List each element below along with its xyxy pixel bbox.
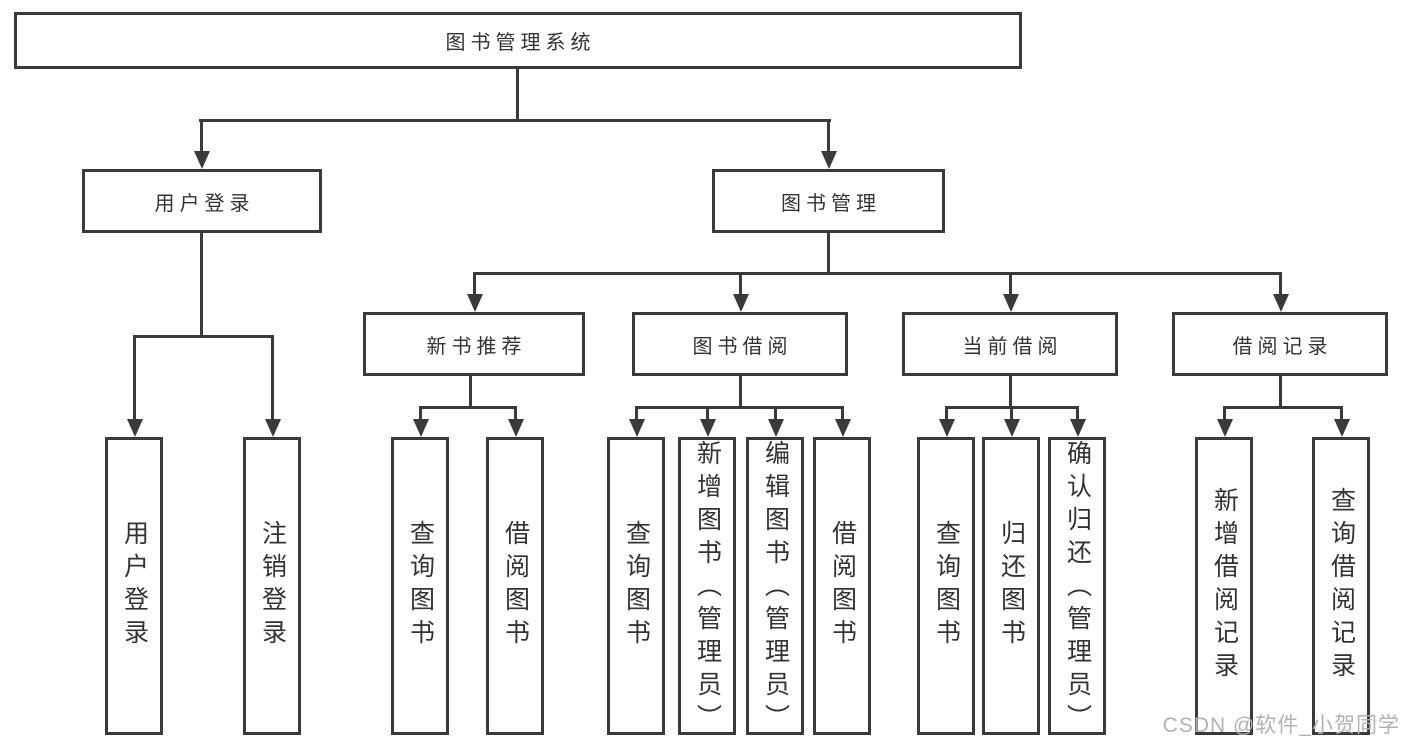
connector-arrow-to-leaf-user-login: [126, 335, 143, 437]
connector-user-login-stem-line: [200, 233, 203, 338]
connector-arrow-to-bb-edit: [767, 406, 784, 437]
node-current-borrow-label: 当前借阅: [962, 335, 1063, 358]
leaf-bb-query-books-label: 查询图书: [622, 520, 651, 652]
connector-bb-stem-line: [739, 376, 742, 409]
connector-arrow-to-leaf-logout: [264, 335, 281, 437]
leaf-br-add-record: 新增借阅记录: [1195, 437, 1253, 735]
leaf-cb-query-books-label: 查询图书: [932, 520, 961, 652]
connector-bb-bus-line: [635, 406, 844, 409]
node-current-borrow: 当前借阅: [902, 312, 1118, 376]
node-new-book-recommend: 新书推荐: [363, 312, 585, 376]
leaf-logout-login: 注销登录: [243, 437, 301, 735]
leaf-bb-add-books-admin-label: 新增图书（管理员）: [693, 440, 722, 737]
connector-arrow-to-book-borrow: [732, 272, 749, 312]
connector-arrow-to-new-book-recommend: [466, 272, 483, 312]
connector-root-stem-line: [516, 69, 519, 122]
connector-arrow-to-bb-borrow: [834, 406, 851, 437]
leaf-logout-login-label: 注销登录: [258, 520, 287, 652]
node-book-borrow-label: 图书借阅: [692, 335, 793, 358]
leaf-bb-query-books: 查询图书: [607, 437, 665, 735]
node-book-management-branch: 图书管理: [712, 169, 945, 233]
leaf-br-query-record: 查询借阅记录: [1312, 437, 1370, 735]
connector-nbr-bus-line: [419, 406, 517, 409]
connector-arrow-to-cb-confirm: [1069, 406, 1086, 437]
leaf-nbr-query-books: 查询图书: [391, 437, 449, 735]
leaf-nbr-query-books-label: 查询图书: [406, 520, 435, 652]
leaf-br-query-record-label: 查询借阅记录: [1327, 487, 1356, 685]
leaf-bb-borrow-books: 借阅图书: [813, 437, 871, 735]
node-book-management-branch-label: 图书管理: [781, 192, 881, 215]
connector-arrow-to-nbr-query: [412, 406, 429, 437]
connector-arrow-to-borrow-records: [1272, 272, 1289, 312]
leaf-bb-borrow-books-label: 借阅图书: [828, 520, 857, 652]
connector-arrow-to-current-borrow: [1002, 272, 1019, 312]
connector-book-mgmt-stem-line: [827, 233, 830, 275]
leaf-user-login-label: 用户登录: [120, 520, 149, 652]
connector-arrow-to-cb-query: [938, 406, 955, 437]
node-borrow-records-label: 借阅记录: [1232, 335, 1333, 358]
connector-arrow-to-nbr-borrow: [507, 406, 524, 437]
leaf-bb-edit-books-admin-label: 编辑图书（管理员）: [761, 440, 790, 737]
node-new-book-recommend-label: 新书推荐: [426, 335, 527, 358]
connector-nbr-stem-line: [469, 376, 472, 409]
leaf-cb-query-books: 查询图书: [917, 437, 975, 735]
connector-arrow-to-br-query: [1333, 406, 1350, 437]
connector-arrow-to-bb-add: [699, 406, 716, 437]
leaf-cb-confirm-return-admin-label: 确认归还（管理员）: [1063, 440, 1092, 737]
connector-arrow-to-cb-return: [1003, 406, 1020, 437]
leaf-br-add-record-label: 新增借阅记录: [1210, 487, 1239, 685]
leaf-nbr-borrow-books: 借阅图书: [486, 437, 544, 735]
node-library-management-system-label: 图书管理系统: [445, 32, 596, 54]
node-user-login-branch-label: 用户登录: [154, 192, 255, 215]
connector-arrow-to-br-add: [1216, 406, 1233, 437]
leaf-cb-return-books-label: 归还图书: [997, 520, 1026, 652]
leaf-bb-edit-books-admin: 编辑图书（管理员）: [746, 437, 804, 737]
node-user-login-branch: 用户登录: [82, 169, 322, 233]
connector-user-login-bus-line: [133, 335, 274, 338]
connector-arrow-to-user-login: [193, 119, 210, 169]
connector-root-bus-line: [199, 119, 831, 122]
node-book-borrow: 图书借阅: [632, 312, 848, 376]
connector-book-mgmt-bus-line: [473, 272, 1282, 275]
connector-br-stem-line: [1279, 376, 1282, 409]
leaf-cb-return-books: 归还图书: [982, 437, 1040, 735]
connector-arrow-to-bb-query: [628, 406, 645, 437]
node-borrow-records: 借阅记录: [1172, 312, 1388, 376]
connector-arrow-to-book-management: [820, 119, 837, 169]
csdn-watermark: CSDN @软件_小贺同学: [1162, 714, 1400, 737]
leaf-user-login: 用户登录: [105, 437, 163, 735]
connector-br-bus-line: [1223, 406, 1343, 409]
node-library-management-system: 图书管理系统: [14, 12, 1022, 69]
connector-cb-stem-line: [1009, 376, 1012, 409]
leaf-nbr-borrow-books-label: 借阅图书: [501, 520, 530, 652]
leaf-cb-confirm-return-admin: 确认归还（管理员）: [1048, 437, 1106, 737]
leaf-bb-add-books-admin: 新增图书（管理员）: [678, 437, 736, 737]
